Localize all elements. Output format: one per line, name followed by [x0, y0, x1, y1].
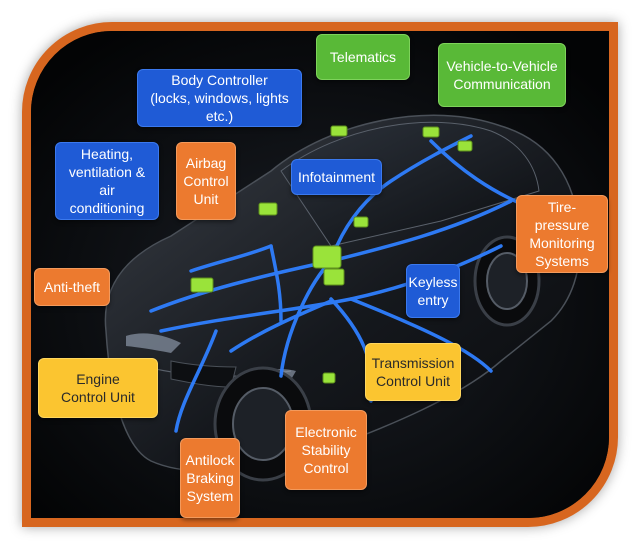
label-vehicle-to-vehicle: Vehicle-to-Vehicle Communication: [438, 43, 566, 107]
label-text: Infotainment: [297, 168, 376, 185]
label-text: Transmission Control Unit: [371, 354, 455, 389]
label-text: Vehicle-to-Vehicle Communication: [446, 57, 558, 92]
label-transmission-control-unit: Transmission Control Unit: [365, 343, 461, 401]
control-modules: [190, 125, 473, 384]
label-keyless-entry: Keyless entry: [406, 264, 460, 318]
label-engine-control-unit: Engine Control Unit: [38, 358, 158, 418]
label-telematics: Telematics: [316, 34, 410, 80]
label-text: Body Controller (locks, windows, lights …: [150, 71, 289, 125]
label-text: Telematics: [329, 48, 397, 65]
label-text: Engine Control Unit: [61, 370, 135, 405]
label-text: Anti-theft: [43, 278, 101, 295]
label-electronic-stability-control: Electronic Stability Control: [285, 410, 367, 490]
wiring-harness: [149, 134, 528, 433]
label-text: Heating, ventilation & air conditioning: [68, 145, 146, 217]
label-infotainment: Infotainment: [291, 159, 382, 195]
label-text: Keyless entry: [408, 273, 458, 308]
label-tire-pressure: Tire-pressure Monitoring Systems: [516, 195, 608, 273]
label-text: Electronic Stability Control: [295, 423, 357, 477]
label-body-controller: Body Controller (locks, windows, lights …: [137, 69, 302, 127]
label-text: Tire-pressure Monitoring Systems: [529, 198, 595, 270]
label-antilock-braking-system: Antilock Braking System: [180, 438, 240, 518]
label-anti-theft: Anti-theft: [34, 268, 110, 306]
label-text: Airbag Control Unit: [183, 154, 229, 208]
label-text: Antilock Braking System: [185, 451, 235, 505]
label-hvac: Heating, ventilation & air conditioning: [55, 142, 159, 220]
label-airbag-control-unit: Airbag Control Unit: [176, 142, 236, 220]
